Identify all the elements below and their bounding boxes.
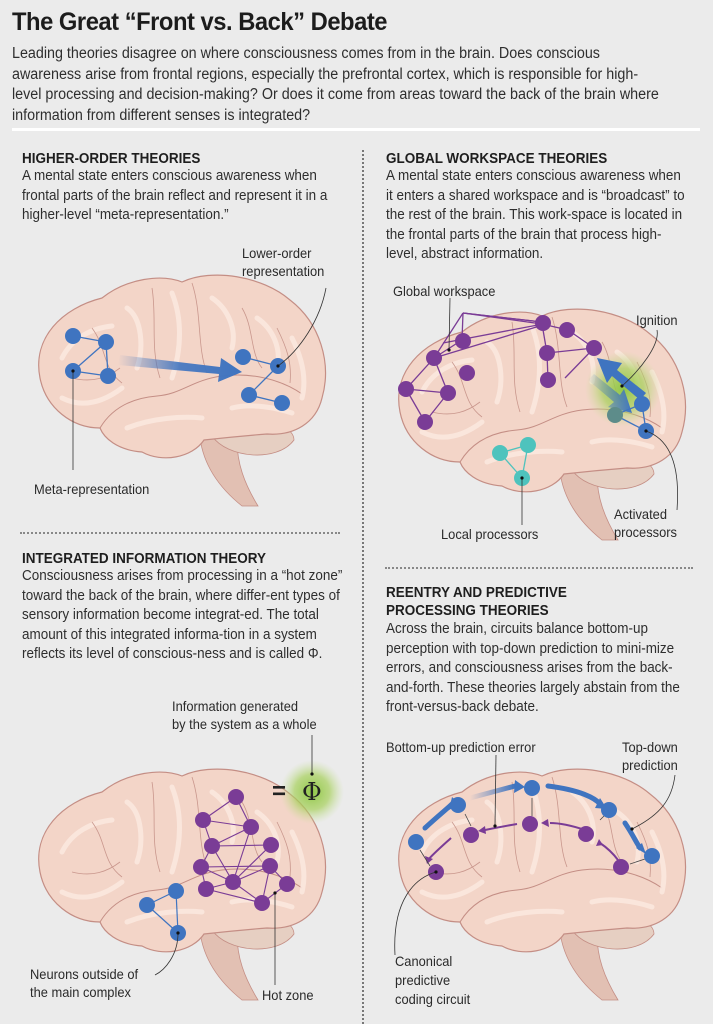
label-local-processors: Local processors [441, 526, 539, 542]
label-information-generated: Information generated by the system as a… [172, 698, 317, 732]
label-canonical-circuit: Canonical predictive coding circuit [395, 953, 471, 1007]
intro-paragraph: Leading theories disagree on where consc… [12, 45, 659, 124]
cerebrum [38, 274, 326, 459]
global-workspace-title: GLOBAL WORKSPACE THEORIES [386, 151, 608, 167]
cerebrum [398, 768, 686, 953]
page-title: The Great “Front vs. Back” Debate [12, 8, 387, 36]
horizontal-divider-right [385, 567, 693, 569]
label-ignition: Ignition [636, 312, 678, 328]
brain-illustration-higher-order [38, 274, 326, 507]
label-hot-zone: Hot zone [262, 987, 314, 1003]
cerebrum [398, 308, 686, 493]
label-global-workspace: Global workspace [393, 283, 496, 299]
label-top-down-prediction: Top-down prediction [622, 739, 678, 773]
header-rule [12, 128, 700, 131]
brainstem [559, 931, 619, 1001]
global-workspace-body: A mental state enters conscious awarenes… [386, 168, 685, 263]
label-activated-processors: Activated processors [614, 506, 677, 540]
reentry-body: Across the brain, circuits balance botto… [386, 621, 680, 716]
brainstem [559, 471, 619, 541]
iit-body: Consciousness arises from processing in … [22, 568, 343, 663]
vertical-divider [362, 150, 364, 1024]
equals-sign: = [272, 778, 287, 805]
higher-order-title: HIGHER-ORDER THEORIES [22, 151, 201, 167]
reentry-title: REENTRY AND PREDICTIVE PROCESSING THEORI… [386, 585, 567, 619]
horizontal-divider-left [20, 532, 340, 534]
phi-symbol: Φ [302, 778, 322, 806]
label-neurons-outside: Neurons outside of the main complex [30, 966, 139, 1000]
label-lower-order-representation: Lower-order representation [242, 245, 325, 279]
iit-title: INTEGRATED INFORMATION THEORY [22, 551, 266, 567]
label-meta-representation: Meta-representation [34, 481, 150, 497]
brainstem [199, 931, 259, 1001]
label-bottom-up-prediction-error: Bottom-up prediction error [386, 739, 536, 755]
brainstem [199, 437, 259, 507]
cerebrum [38, 768, 326, 953]
brain-illustration-iit [38, 768, 326, 1001]
higher-order-body: A mental state enters conscious awarenes… [22, 168, 328, 224]
